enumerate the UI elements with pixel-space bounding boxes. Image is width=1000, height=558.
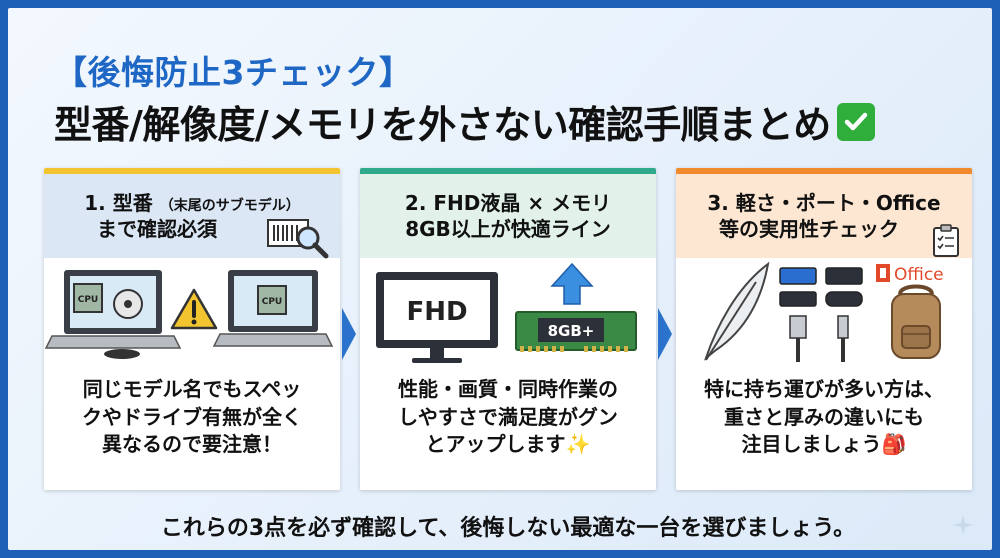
card-header-title: 1. 型番 — [84, 190, 153, 215]
title-main-text: 型番/解像度/メモリを外さない確認手順まとめ — [54, 103, 831, 147]
backpack-emoji-icon: 🎒 — [881, 432, 907, 457]
card-body-line: クやドライブ有無が全く — [82, 404, 302, 429]
ram-module-icon: 8GB+ — [515, 311, 637, 352]
card-header-line1: 3. 軽さ・ポート・Office — [707, 190, 941, 215]
portability-illustration: Office — [703, 261, 944, 362]
card-header-line2: 8GB以上が快適ライン — [405, 217, 611, 241]
card-body-text: とアップします — [425, 432, 566, 457]
sparkle-icon: ✨ — [565, 432, 591, 457]
card-header-line1: 1. 型番 （末尾のサブモデル） — [84, 190, 299, 216]
backpack-icon — [891, 284, 941, 359]
card-body-line: 注目しましょう🎒 — [742, 431, 907, 459]
flow-arrow-icon — [658, 308, 672, 360]
card-header-line2: 等の実用性チェック — [719, 217, 899, 241]
ram-label: 8GB+ — [548, 322, 595, 340]
card-header-note: （末尾のサブモデル） — [159, 197, 300, 214]
card-body-line: しやすさで満足度がグン — [398, 404, 618, 429]
card-accent-bar — [360, 168, 656, 174]
card-body-line: 同じモデル名でもスペッ — [82, 377, 302, 401]
check-mark-icon — [836, 102, 875, 141]
title-subtitle: 【後悔防止3チェック】 — [54, 53, 413, 92]
card-header: 3. 軽さ・ポート・Office 等の実用性チェック — [676, 174, 972, 258]
laptop-left-icon: CPU — [44, 270, 182, 359]
title-main: 型番/解像度/メモリを外さない確認手順まとめ — [54, 94, 875, 149]
flow-arrow-icon — [342, 308, 356, 360]
cpu-label: CPU — [262, 297, 283, 307]
card-header-line2: まで確認必須 — [97, 217, 217, 241]
laptop-right-icon: CPU — [212, 270, 334, 347]
warning-icon — [170, 288, 218, 330]
card-body-text: 注目しましょう — [741, 432, 882, 457]
card-body-line: 重さと厚みの違いにも — [724, 404, 924, 429]
usb-ports-icon — [779, 267, 863, 362]
cpu-label: CPU — [78, 295, 99, 305]
card-body-line: とアップします✨ — [426, 431, 591, 459]
card-body-line: 特に持ち運びが多い方は、 — [704, 377, 944, 401]
card-header-line1: 2. FHD液晶 × メモリ — [404, 190, 612, 215]
feather-icon — [703, 261, 770, 361]
footer-message: これらの3点を必ず確認して、後悔しない最適な一台を選びましょう。 — [160, 516, 856, 541]
clipboard-checklist-icon — [933, 224, 959, 257]
card-display-memory: 2. FHD液晶 × メモリ 8GB以上が快適ライン FHD 8GB+ — [360, 168, 656, 490]
card-body-line: 性能・画質・同時作業の — [398, 377, 618, 401]
card-body-line: 異なるので要注意！ — [102, 432, 282, 457]
laptops-illustration: CPU CPU — [44, 270, 334, 359]
infographic-frame: 【後悔防止3チェック】 型番/解像度/メモリを外さない確認手順まとめ 1. 型番… — [8, 8, 992, 550]
card-accent-bar — [44, 168, 340, 174]
barcode-magnifier-icon — [267, 219, 329, 259]
monitor-memory-illustration: FHD 8GB+ — [376, 262, 637, 363]
office-logo-icon: Office — [876, 264, 944, 285]
sparkle-decoration-icon — [953, 515, 973, 535]
monitor-label: FHD — [406, 297, 467, 327]
card-model-number: 1. 型番 （末尾のサブモデル） まで確認必須 CPU — [44, 168, 340, 490]
office-label: Office — [894, 265, 944, 285]
monitor-icon: FHD — [376, 272, 498, 363]
card-portability-ports: 3. 軽さ・ポート・Office 等の実用性チェック — [676, 168, 972, 490]
upload-arrow-icon — [550, 262, 594, 305]
card-accent-bar — [676, 168, 972, 174]
card-body: 性能・画質・同時作業の しやすさで満足度がグン とアップします✨ — [360, 376, 656, 486]
card-body: 同じモデル名でもスペッ クやドライブ有無が全く 異なるので要注意！ — [44, 376, 340, 486]
card-body: 特に持ち運びが多い方は、 重さと厚みの違いにも 注目しましょう🎒 — [676, 376, 972, 486]
card-header: 2. FHD液晶 × メモリ 8GB以上が快適ライン — [360, 174, 656, 258]
